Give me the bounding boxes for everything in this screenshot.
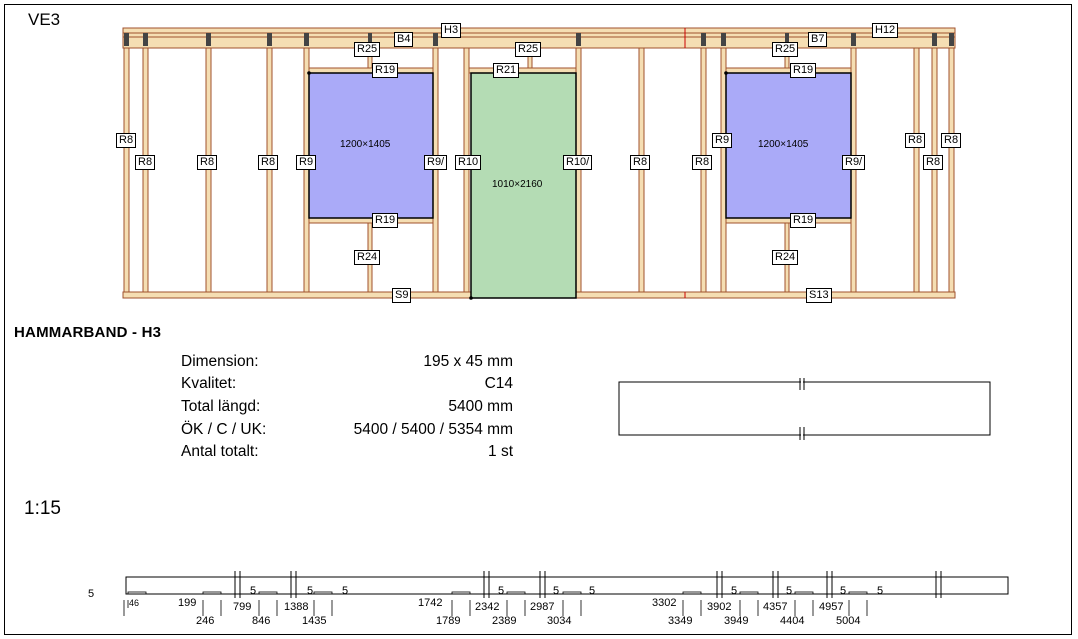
dimension-label: 1435 <box>302 615 327 627</box>
member-tag[interactable]: R10 <box>455 155 482 170</box>
dimension-label: 846 <box>252 615 271 627</box>
dimension-label: 199 <box>178 597 197 609</box>
dimension-label: 1388 <box>284 601 309 613</box>
stud-width-mark: 5 <box>877 585 884 597</box>
member-tag[interactable]: R25 <box>354 42 381 57</box>
spec-value-total-length: 5400 mm <box>448 398 513 415</box>
window-left-size: 1200×1405 <box>340 139 391 150</box>
member-tag[interactable]: B4 <box>394 32 414 47</box>
member-tag[interactable]: R9 <box>296 155 317 170</box>
dimension-label: 3034 <box>547 615 572 627</box>
section-title: HAMMARBAND - H3 <box>14 324 162 341</box>
member-tag[interactable]: R19 <box>790 63 817 78</box>
spec-value-quality: C14 <box>484 375 513 392</box>
member-tag[interactable]: R8 <box>941 133 962 148</box>
dimension-label: 3949 <box>724 615 749 627</box>
member-tag[interactable]: R24 <box>354 250 381 265</box>
member-tag[interactable]: R10/ <box>563 155 593 170</box>
dimension-label: 5004 <box>836 615 861 627</box>
member-tag[interactable]: R8 <box>197 155 218 170</box>
stud-width-mark: 5 <box>840 585 847 597</box>
door-size: 1010×2160 <box>492 179 543 190</box>
dimension-label: 3902 <box>707 601 732 613</box>
part-preview <box>618 378 991 440</box>
dimension-label: 246 <box>196 615 215 627</box>
spec-label-dimension: Dimension: <box>181 353 259 370</box>
dimension-label: 3302 <box>652 597 677 609</box>
dimension-ticks <box>123 600 868 616</box>
member-tag[interactable]: R8 <box>630 155 651 170</box>
member-tag[interactable]: R8 <box>135 155 156 170</box>
stud-marks <box>127 591 868 595</box>
member-tag[interactable]: R9/ <box>842 155 866 170</box>
window-left-opening <box>308 72 434 219</box>
member-tag[interactable]: H12 <box>872 23 899 38</box>
member-tag[interactable]: R9/ <box>424 155 448 170</box>
stud-width-mark: 5 <box>342 585 349 597</box>
stud-width-mark: 5 <box>589 585 596 597</box>
window-right-size: 1200×1405 <box>758 139 809 150</box>
stud-width-mark: 5 <box>250 585 257 597</box>
spec-label-count: Antal totalt: <box>181 443 259 460</box>
dimension-label: 2342 <box>475 601 500 613</box>
stud-width-mark: 5 <box>307 585 314 597</box>
member-tag[interactable]: R8 <box>923 155 944 170</box>
member-tag[interactable]: R8 <box>692 155 713 170</box>
member-tag[interactable]: R21 <box>493 63 520 78</box>
dimension-label: 2389 <box>492 615 517 627</box>
stud-width-mark: 5 <box>498 585 505 597</box>
member-tag[interactable]: S9 <box>392 288 412 303</box>
member-tag[interactable]: R25 <box>515 42 542 57</box>
dimension-label: 799 <box>233 601 252 613</box>
spec-label-total-length: Total längd: <box>181 398 261 415</box>
dimension-label: 4357 <box>763 601 788 613</box>
member-tag[interactable]: B7 <box>808 32 828 47</box>
stud-width-mark: 5 <box>553 585 560 597</box>
spec-value-count: 1 st <box>488 443 513 460</box>
member-tag[interactable]: H3 <box>441 23 462 38</box>
member-tag[interactable]: R19 <box>372 213 399 228</box>
member-tag[interactable]: R24 <box>772 250 799 265</box>
end-mark: 5 <box>88 588 95 600</box>
spec-value-ok-c-uk: 5400 / 5400 / 5354 mm <box>353 421 513 438</box>
dimension-label: 1742 <box>418 597 443 609</box>
member-tag[interactable]: R19 <box>372 63 399 78</box>
view-title: VE3 <box>28 10 61 29</box>
member-tag[interactable]: R9 <box>712 133 733 148</box>
member-tag[interactable]: R8 <box>116 133 137 148</box>
member-tag[interactable]: R19 <box>790 213 817 228</box>
break-marks <box>234 571 942 598</box>
spec-value-dimension: 195 x 45 mm <box>423 353 513 370</box>
stud-hatch <box>124 33 954 46</box>
drawing-scale: 1:15 <box>24 498 61 519</box>
member-tag[interactable]: R25 <box>772 42 799 57</box>
dimension-label: 4404 <box>780 615 805 627</box>
dimension-label: 1789 <box>436 615 461 627</box>
dimension-label: 46 <box>129 598 140 608</box>
stud-width-mark: 5 <box>731 585 738 597</box>
member-tag[interactable]: R8 <box>905 133 926 148</box>
dimension-label: 4957 <box>819 601 844 613</box>
spec-label-ok-c-uk: ÖK / C / UK: <box>181 421 267 438</box>
member-tag[interactable]: R8 <box>258 155 279 170</box>
spec-label-quality: Kvalitet: <box>181 375 237 392</box>
stud-width-mark: 5 <box>786 585 793 597</box>
drawing-frame <box>4 4 1072 635</box>
dimension-label: 2987 <box>530 601 555 613</box>
window-right-opening <box>725 72 852 219</box>
dimension-label: 3349 <box>668 615 693 627</box>
door-opening <box>470 72 577 299</box>
member-tag[interactable]: S13 <box>806 288 832 303</box>
